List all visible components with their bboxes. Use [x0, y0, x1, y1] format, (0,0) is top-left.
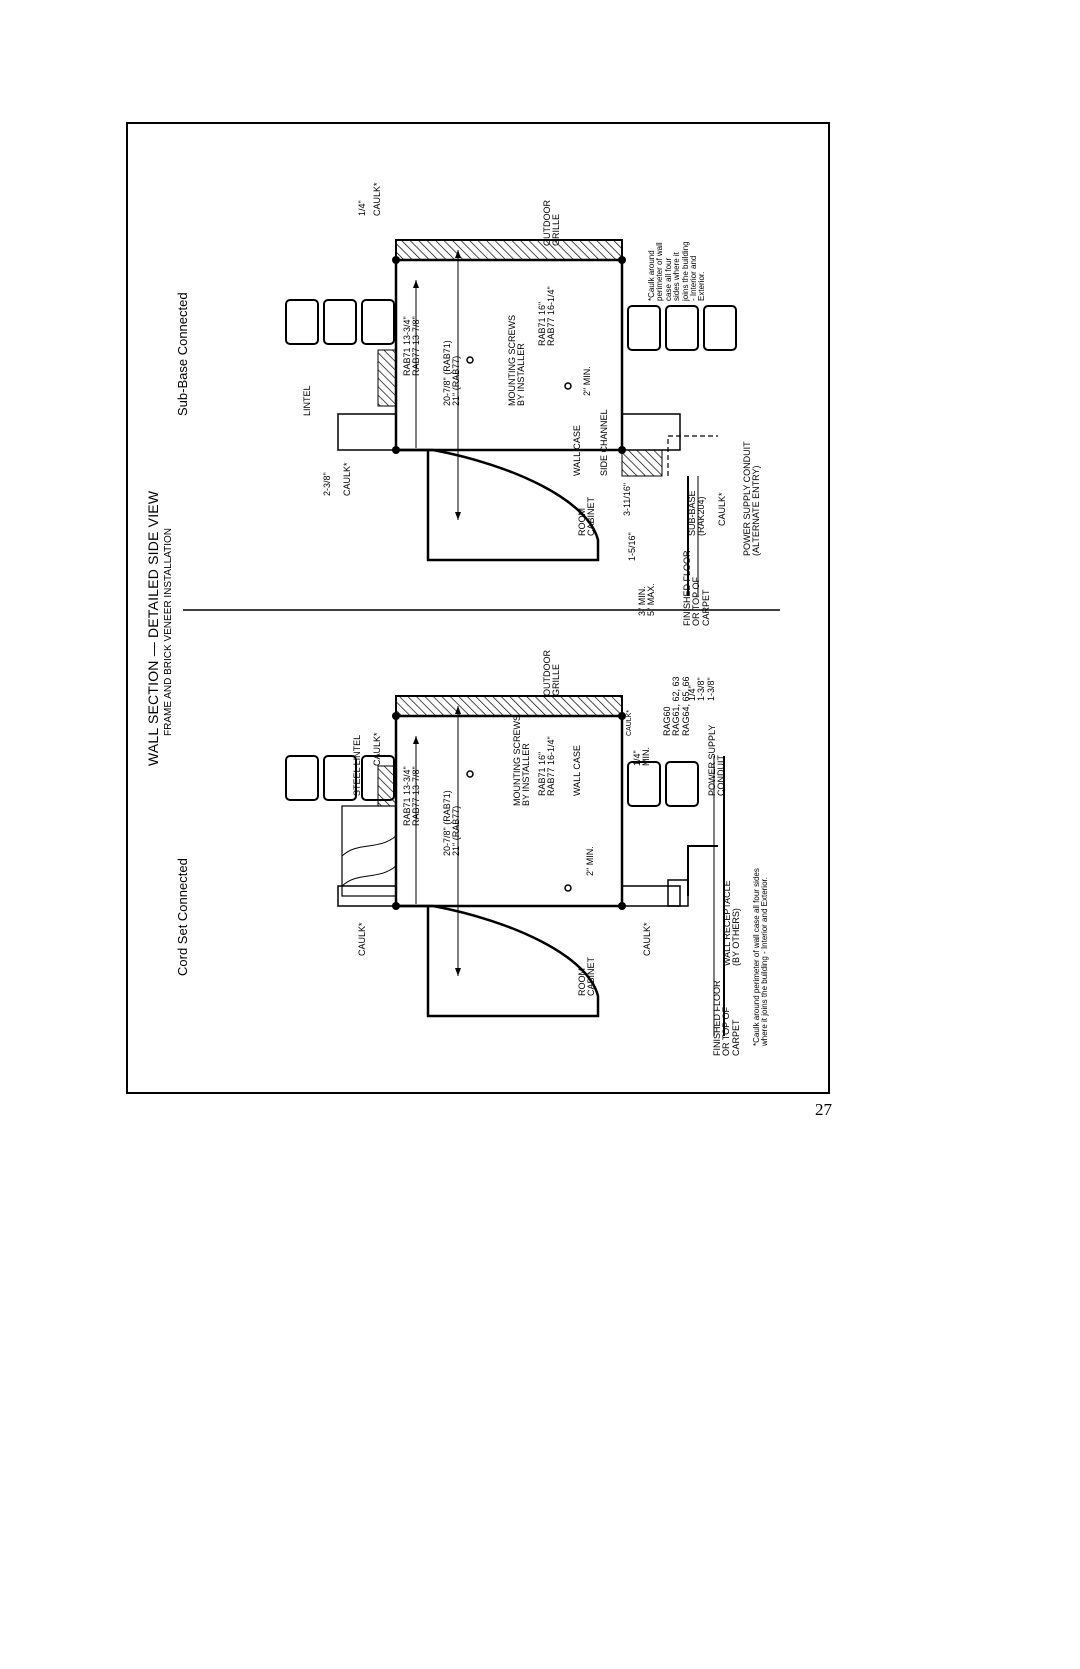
caulk-label-left: CAULK*: [357, 922, 367, 956]
two-min-label-2: 2" MIN.: [582, 366, 592, 396]
wall-case-label-2: WALL CASE: [572, 425, 582, 476]
wall-receptacle-label: WALL RECEPTACLE(BY OTHERS): [722, 880, 742, 966]
dim-rab-13-label-2: RAB71 13-3/4"RAB77 13-7/8": [402, 316, 422, 376]
rag-values-label: 1/4"1-3/8"1-3/8": [687, 677, 716, 701]
diagram-frame: WALL SECTION — DETAILED SIDE VIEW FRAME …: [126, 122, 830, 1094]
sub-base-drawing: [285, 239, 737, 596]
outdoor-grille: [395, 695, 623, 717]
dim-rab-16-label: RAB71 16"RAB77 16-1/4": [537, 736, 557, 796]
page-number: 27: [815, 1100, 832, 1119]
cord-set-footnote: *Caulk around perimeter of wall case all…: [752, 868, 770, 1046]
quarter-min-label: 1/4"MIN.: [632, 747, 652, 766]
sub-base-label: SUB-BASE(RAK204): [687, 490, 707, 536]
min-max-label: 3" MIN.5" MAX.: [637, 583, 657, 616]
wall-case-outline: [394, 714, 624, 908]
two-min-label: 2" MIN.: [585, 846, 595, 876]
three-eleven-label: 3-11/16": [622, 482, 632, 516]
caulk-label-right-2: CAULK*: [717, 492, 727, 526]
dim-20-label: 20-7/8" (RAB71)21" (RAB77): [442, 790, 462, 856]
two-three-eighths-label: 2-3/8": [322, 472, 332, 496]
caulk-label-left-2: CAULK*: [342, 462, 352, 496]
caulk-label-right: CAULK*: [642, 922, 652, 956]
cord-set-heading: Cord Set Connected: [175, 858, 190, 976]
rotated-diagram: WALL SECTION — DETAILED SIDE VIEW FRAME …: [128, 124, 832, 1096]
caulk-label-top-2: CAULK*: [372, 182, 382, 216]
wall-section-drawings: [183, 239, 780, 1036]
small-caulk-label: CAULK*: [626, 709, 633, 736]
cord-set-drawing: [285, 695, 725, 1036]
quarter-label: 1/4": [357, 200, 367, 216]
side-channel-label: SIDE CHANNEL: [599, 409, 609, 476]
lintel-label: LINTEL: [302, 385, 312, 416]
room-cabinet-outline: [396, 904, 600, 1018]
caulk-label-top: CAULK*: [372, 732, 382, 766]
power-supply-conduit-label-2: POWER SUPPLY CONDUIT(ALTERNATE ENTRY): [742, 441, 762, 556]
one-five-label: 1-5/16": [627, 532, 637, 561]
page-title: WALL SECTION — DETAILED SIDE VIEW: [145, 490, 161, 766]
sub-base-heading: Sub-Base Connected: [175, 292, 190, 416]
dim-rab-13-label: RAB71 13-3/4"RAB77 13-7/8": [402, 766, 422, 826]
outdoor-grille-2: [395, 239, 623, 261]
dim-20-label-2: 20-7/8" (RAB71)21" (RAB77): [442, 340, 462, 406]
page-subtitle: FRAME AND BRICK VENEER INSTALLATION: [163, 527, 174, 736]
dim-rab-16-label-2: RAB71 16"RAB77 16-1/4": [537, 286, 557, 346]
wall-case-label: WALL CASE: [572, 745, 582, 796]
room-cabinet-outline-2: [396, 448, 600, 562]
steel-lintel-label: STEEL LINTEL: [352, 734, 362, 796]
